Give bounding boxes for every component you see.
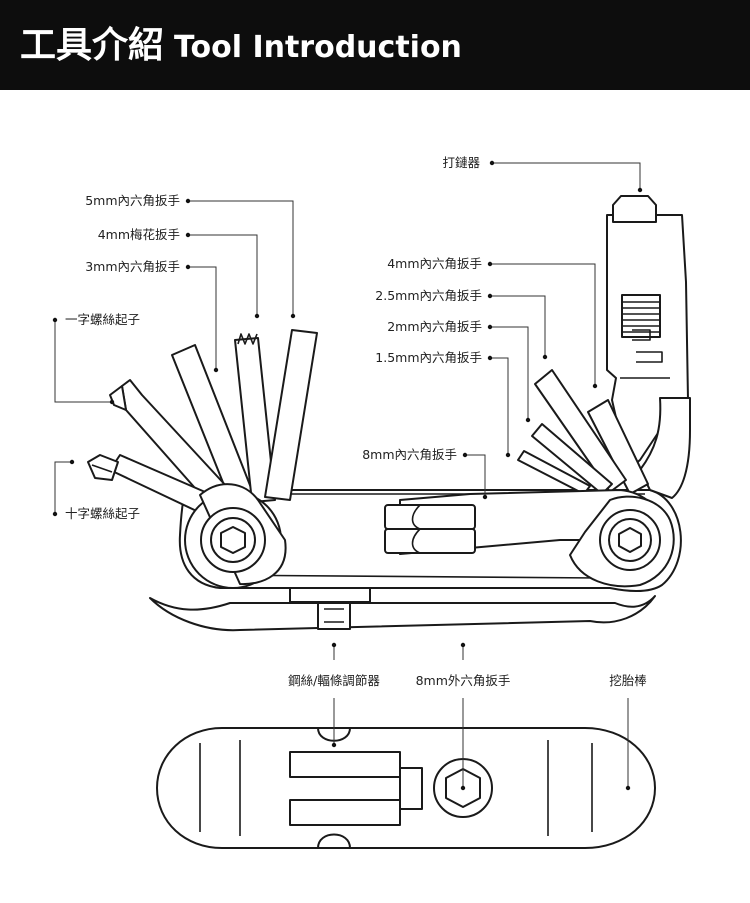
hex-key-5mm [264, 329, 318, 501]
header-title-en: Tool Introduction [174, 30, 462, 65]
label-chain-breaker: 打鏈器 [442, 155, 480, 170]
left-pivot [184, 483, 287, 589]
label-phillips-screwdriver: 十字螺絲起子 [65, 506, 140, 521]
label-hex-3mm: 3mm內六角扳手 [85, 259, 180, 274]
hex-key-2-5mm [534, 369, 627, 493]
label-torx-4mm: 4mm梅花扳手 [98, 227, 180, 242]
chain-breaker-arm [639, 397, 691, 499]
header-bar: 工具介紹 Tool Introduction [0, 0, 750, 90]
label-hex-4mm: 4mm內六角扳手 [387, 256, 482, 271]
leader-lines [52, 160, 643, 791]
labels: 打鏈器 5mm內六角扳手 4mm梅花扳手 3mm內六角扳手 一字螺絲起子 十字螺… [65, 155, 647, 688]
label-spoke-wrench: 鋼絲/輻條調節器 [288, 673, 380, 688]
label-hex-2mm: 2mm內六角扳手 [387, 319, 482, 334]
spoke-wrench-slot [317, 602, 351, 630]
right-pivot [569, 495, 675, 588]
right-hex-keys [517, 369, 649, 495]
hex-key-2mm [531, 423, 613, 495]
header-title: 工具介紹 Tool Introduction [20, 20, 462, 74]
label-hex-8mm: 8mm內六角扳手 [362, 447, 457, 462]
chain-breaker-cap [612, 195, 657, 223]
label-hex-5mm: 5mm內六角扳手 [85, 193, 180, 208]
label-outer-hex-8mm: 8mm外六角扳手 [416, 673, 511, 688]
label-hex-2-5mm: 2.5mm內六角扳手 [375, 288, 482, 303]
tire-lever-shape [149, 595, 656, 632]
label-flat-screwdriver: 一字螺絲起子 [65, 312, 140, 327]
hex-key-1-5mm [517, 450, 591, 495]
tool-illustration-top [87, 195, 691, 632]
bottom-notch-bottom [317, 833, 351, 849]
chain-breaker-body [606, 214, 689, 471]
label-hex-1-5mm: 1.5mm內六角扳手 [375, 350, 482, 365]
header-title-zh: 工具介紹 [20, 25, 165, 66]
tool-illustration-bottom [156, 727, 656, 849]
label-tire-lever: 挖胎棒 [609, 673, 647, 688]
